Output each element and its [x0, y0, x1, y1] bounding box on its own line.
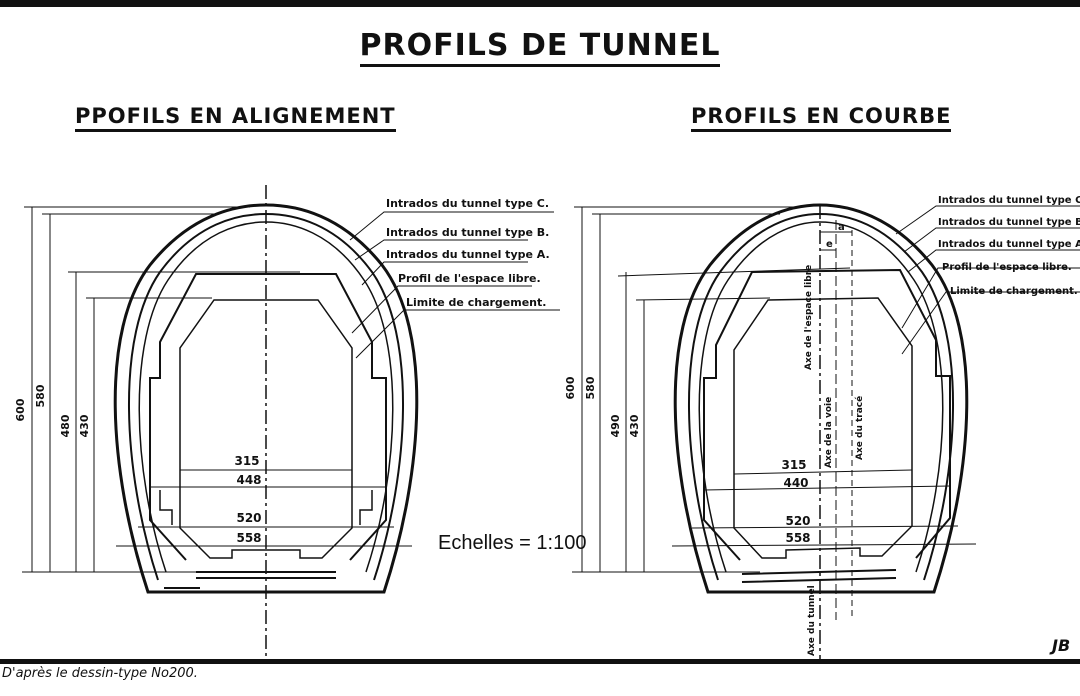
- left-legend-item: Intrados du tunnel type C.: [386, 197, 549, 210]
- left-base: [148, 571, 384, 593]
- right-leaders: [895, 205, 1080, 355]
- left-height-labels: 600 580 480 430: [14, 384, 91, 437]
- right-height-labels: 600 580 490 430: [564, 376, 641, 437]
- axis-label: Axe de l'espace libre: [804, 265, 814, 370]
- height-label: 580: [34, 384, 47, 407]
- left-intrados-b: [128, 212, 404, 581]
- right-free-space: [703, 268, 951, 561]
- height-label: 600: [14, 398, 27, 421]
- right-legend-item: Intrados du tunnel type C.: [938, 195, 1080, 206]
- height-label: 430: [78, 414, 91, 437]
- credit-note: D'après le dessin-type No200.: [2, 666, 198, 681]
- right-base: [708, 569, 934, 593]
- right-height-dims: [572, 206, 851, 573]
- width-label: 520: [785, 514, 810, 528]
- axis-label: Axe de la voie: [824, 397, 834, 468]
- left-steps: [159, 490, 373, 525]
- left-legend: Intrados du tunnel type C. Intrados du t…: [386, 197, 550, 309]
- page-title: PROFILS DE TUNNEL: [0, 28, 1080, 67]
- width-label: 520: [236, 511, 261, 525]
- right-intrados-a: [698, 221, 944, 573]
- height-label: 430: [628, 414, 641, 437]
- heading-courbe: PROFILS EN COURBE: [691, 104, 952, 132]
- right-load-limit: [733, 297, 913, 559]
- heading-alignement: PPOFILS EN ALIGNEMENT: [75, 104, 396, 132]
- left-free-space: [149, 273, 387, 561]
- right-offset-labels: a e: [826, 222, 845, 250]
- offset-label: e: [826, 239, 833, 250]
- width-label: 440: [783, 476, 808, 490]
- left-legend-item: Intrados du tunnel type B.: [386, 226, 549, 239]
- right-legend-item: Intrados du tunnel type B.: [938, 217, 1080, 228]
- bottom-border: [0, 659, 1080, 664]
- width-label: 558: [236, 531, 261, 545]
- right-profile: [572, 203, 1080, 662]
- left-profile: [22, 185, 560, 662]
- height-label: 490: [609, 414, 622, 437]
- right-width-dims: [671, 231, 977, 547]
- right-legend-item: Limite de chargement.: [950, 286, 1078, 297]
- left-legend-item: Profil de l'espace libre.: [398, 272, 541, 285]
- right-intrados-b: [688, 212, 954, 581]
- scale-label: Echelles = 1:100: [438, 532, 587, 554]
- width-label: 315: [781, 458, 806, 472]
- right-legend-item: Profil de l'espace libre.: [942, 262, 1072, 273]
- height-label: 580: [584, 376, 597, 399]
- left-intrados-c: [113, 203, 419, 594]
- width-label: 315: [234, 454, 259, 468]
- top-border: [0, 0, 1080, 7]
- width-label: 448: [236, 473, 261, 487]
- offset-label: a: [838, 222, 845, 233]
- right-legend: Intrados du tunnel type C. Intrados du t…: [938, 195, 1080, 297]
- axis-label: Axe du tunnel: [807, 585, 817, 656]
- left-intrados-a: [138, 221, 394, 573]
- left-height-dims: [22, 206, 300, 573]
- height-label: 600: [564, 376, 577, 399]
- right-width-labels: 315 440 520 558: [781, 458, 810, 545]
- author-initials: JB: [1052, 636, 1071, 655]
- left-width-dims: [116, 469, 412, 547]
- right-axis-labels: Axe de l'espace libre Axe de la voie Axe…: [804, 265, 865, 656]
- left-width-labels: 315 448 520 558: [234, 454, 261, 545]
- right-legend-item: Intrados du tunnel type A.: [938, 239, 1080, 250]
- height-label: 480: [59, 414, 72, 437]
- left-legend-item: Intrados du tunnel type A.: [386, 248, 550, 261]
- left-load-limit: [179, 299, 353, 559]
- right-intrados-c: [673, 203, 969, 594]
- axis-label: Axe du tracé: [854, 396, 865, 460]
- width-label: 558: [785, 531, 810, 545]
- left-legend-item: Limite de chargement.: [406, 296, 546, 309]
- left-leaders: [349, 211, 560, 359]
